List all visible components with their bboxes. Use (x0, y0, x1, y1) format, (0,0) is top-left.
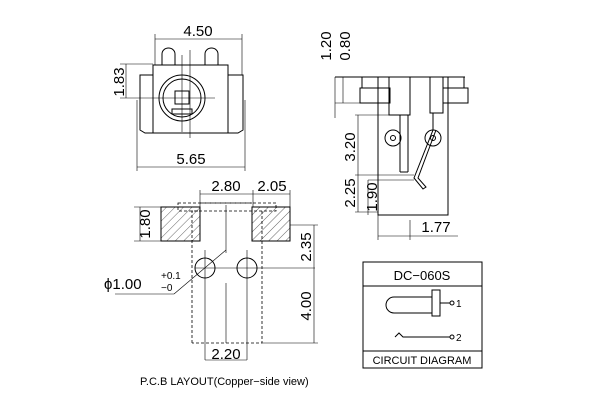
hole-diameter: ϕ1.00 (104, 276, 142, 293)
dim-1-77: 1.77 (421, 219, 450, 236)
dim-4-00: 4.00 (298, 291, 315, 320)
tolerance-minus: −0 (161, 283, 173, 294)
circuit-model: DC−060S (394, 268, 451, 283)
dim-1-90: 1.90 (364, 182, 381, 211)
side-view: 1.20 0.80 3.20 2.25 1.90 1.77 (318, 31, 469, 240)
front-view: 4.50 1.83 5.65 (111, 23, 246, 171)
pin-2-terminal (449, 334, 455, 340)
dim-2-20: 2.20 (211, 346, 240, 363)
dim-5-65: 5.65 (176, 151, 205, 168)
dim-1-83: 1.83 (111, 67, 128, 96)
dim-1-20: 1.20 (318, 31, 335, 60)
dim-2-05: 2.05 (257, 178, 286, 195)
dim-2-80: 2.80 (211, 178, 240, 195)
circuit-diagram: DC−060S 1 2 CIRCUIT DIAGRAM (362, 261, 483, 369)
dim-3-20: 3.20 (342, 132, 359, 161)
tolerance-plus: +0.1 (161, 271, 181, 282)
pad-left (160, 206, 201, 242)
pin-1-terminal (449, 300, 455, 306)
pad-right (251, 206, 291, 242)
dim-2-25: 2.25 (342, 178, 359, 207)
pin-2-label: 2 (456, 333, 462, 344)
pin-1-label: 1 (456, 299, 462, 310)
pcb-layout: 2.80 2.05 1.80 2.35 4.00 2.20 ϕ1.00 +0.1… (104, 178, 318, 388)
dim-2-35: 2.35 (298, 232, 315, 261)
dim-1-80: 1.80 (137, 209, 154, 238)
pcb-caption: P.C.B LAYOUT(Copper−side view) (140, 376, 309, 388)
dim-0-80: 0.80 (337, 31, 354, 60)
dim-4-50: 4.50 (183, 23, 212, 40)
circuit-title: CIRCUIT DIAGRAM (373, 355, 472, 367)
